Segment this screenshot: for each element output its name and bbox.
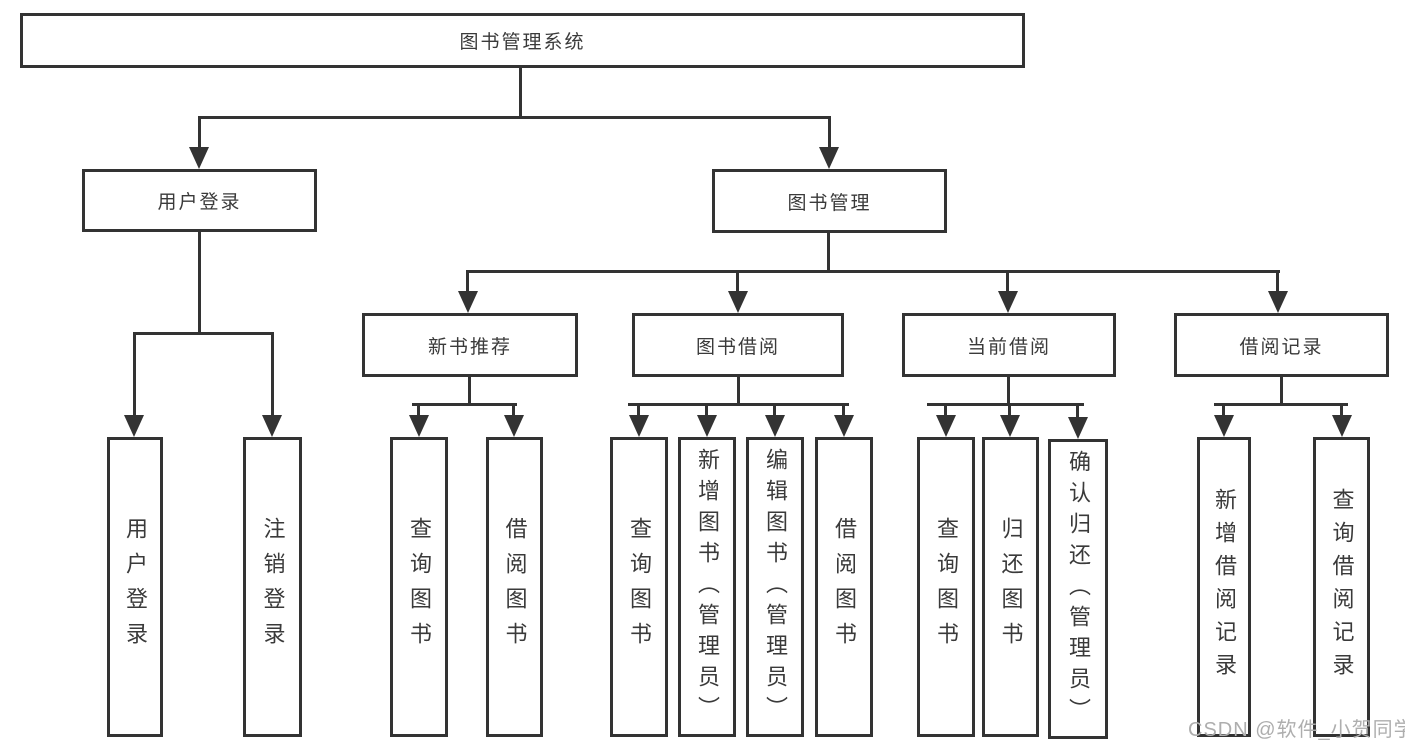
connector-arrowhead-icon [1332, 415, 1352, 437]
connector-line [1006, 272, 1009, 292]
leaf-records-query-record: 查询借阅记录 [1313, 437, 1370, 737]
connector-line [412, 403, 517, 406]
leaf-recommend-borrow-books: 借阅图书 [486, 437, 543, 737]
node-user-login-label: 用户登录 [157, 192, 242, 213]
connector-arrowhead-icon [834, 415, 854, 437]
connector-arrowhead-icon [189, 147, 209, 169]
connector-line [1340, 405, 1343, 416]
leaf-borrow-edit-books-admin: 编辑图书（管理员） [746, 437, 804, 737]
connector-arrowhead-icon [124, 415, 144, 437]
connector-arrowhead-icon [697, 415, 717, 437]
connector-line [637, 405, 640, 416]
connector-arrowhead-icon [1214, 415, 1234, 437]
connector-arrowhead-icon [629, 415, 649, 437]
connector-arrowhead-icon [262, 415, 282, 437]
node-borrowing-records-label: 借阅记录 [1239, 336, 1324, 358]
leaf-recommend-query-books: 查询图书 [390, 437, 448, 737]
leaf-current-query-books: 查询图书 [917, 437, 975, 737]
node-new-book-recommendation-label: 新书推荐 [427, 336, 512, 358]
leaf-borrow-add-books-admin-label: 新增图书（管理员） [695, 447, 720, 727]
node-library-system: 图书管理系统 [20, 13, 1025, 68]
connector-line [773, 405, 776, 416]
leaf-records-query-record-label: 查询借阅记录 [1329, 488, 1355, 686]
connector-line [198, 232, 201, 334]
leaf-records-add-record: 新增借阅记录 [1197, 437, 1251, 737]
connector-line [842, 405, 845, 416]
leaf-current-return-books-label: 归还图书 [998, 517, 1024, 657]
leaf-logout-login-label: 注销登录 [260, 517, 286, 657]
connector-arrowhead-icon [728, 291, 748, 313]
node-current-borrowing-label: 当前借阅 [966, 336, 1051, 358]
connector-arrowhead-icon [409, 415, 429, 437]
connector-arrowhead-icon [765, 415, 785, 437]
leaf-borrow-add-books-admin: 新增图书（管理员） [678, 437, 736, 737]
node-book-borrowing-label: 图书借阅 [695, 336, 780, 358]
node-book-management: 图书管理 [712, 169, 947, 233]
connector-line [519, 68, 522, 118]
node-user-login: 用户登录 [82, 169, 317, 232]
leaf-current-confirm-return-admin-label: 确认归还（管理员） [1066, 449, 1091, 729]
connector-line [466, 272, 469, 292]
connector-arrowhead-icon [1068, 417, 1088, 439]
connector-line [133, 332, 274, 335]
connector-line [198, 116, 831, 119]
connector-line [198, 118, 201, 148]
connector-line [468, 377, 471, 405]
connector-line [1008, 405, 1011, 416]
leaf-borrow-borrow-books: 借阅图书 [815, 437, 873, 737]
connector-line [133, 334, 136, 416]
node-book-borrowing: 图书借阅 [632, 313, 844, 377]
connector-line [927, 403, 1084, 406]
leaf-user-login: 用户登录 [107, 437, 163, 737]
connector-arrowhead-icon [819, 147, 839, 169]
leaf-current-confirm-return-admin: 确认归还（管理员） [1048, 439, 1108, 739]
connector-arrowhead-icon [936, 415, 956, 437]
node-library-system-label: 图书管理系统 [459, 32, 586, 53]
leaf-recommend-borrow-books-label: 借阅图书 [502, 517, 528, 657]
connector-line [1214, 403, 1348, 406]
connector-arrowhead-icon [1268, 291, 1288, 313]
connector-line [1276, 272, 1279, 292]
leaf-borrow-query-books: 查询图书 [610, 437, 668, 737]
leaf-recommend-query-books-label: 查询图书 [407, 517, 432, 657]
leaf-current-query-books-label: 查询图书 [934, 517, 959, 657]
connector-arrowhead-icon [998, 291, 1018, 313]
node-current-borrowing: 当前借阅 [902, 313, 1116, 377]
connector-line [737, 377, 740, 405]
connector-line [417, 405, 420, 416]
node-new-book-recommendation: 新书推荐 [362, 313, 578, 377]
leaf-borrow-edit-books-admin-label: 编辑图书（管理员） [763, 447, 788, 727]
connector-line [512, 405, 515, 416]
connector-line [1007, 377, 1010, 405]
leaf-borrow-borrow-books-label: 借阅图书 [832, 517, 857, 657]
connector-line [466, 270, 1280, 273]
connector-line [1076, 405, 1079, 418]
connector-line [736, 272, 739, 292]
node-borrowing-records: 借阅记录 [1174, 313, 1389, 377]
connector-arrowhead-icon [458, 291, 478, 313]
connector-arrowhead-icon [504, 415, 524, 437]
leaf-records-add-record-label: 新增借阅记录 [1212, 488, 1237, 686]
connector-line [705, 405, 708, 416]
node-book-management-label: 图书管理 [787, 192, 872, 214]
leaf-current-return-books: 归还图书 [982, 437, 1039, 737]
connector-line [1222, 405, 1225, 416]
csdn-watermark: CSDN @软件_小贺同学 [1188, 719, 1405, 741]
leaf-borrow-query-books-label: 查询图书 [627, 517, 652, 657]
connector-line [828, 118, 831, 148]
leaf-user-login-label: 用户登录 [123, 517, 148, 657]
connector-line [944, 405, 947, 416]
connector-line [827, 233, 830, 272]
connector-line [1280, 377, 1283, 405]
leaf-logout-login: 注销登录 [243, 437, 302, 737]
connector-arrowhead-icon [1000, 415, 1020, 437]
connector-line [628, 403, 849, 406]
connector-line [271, 334, 274, 416]
